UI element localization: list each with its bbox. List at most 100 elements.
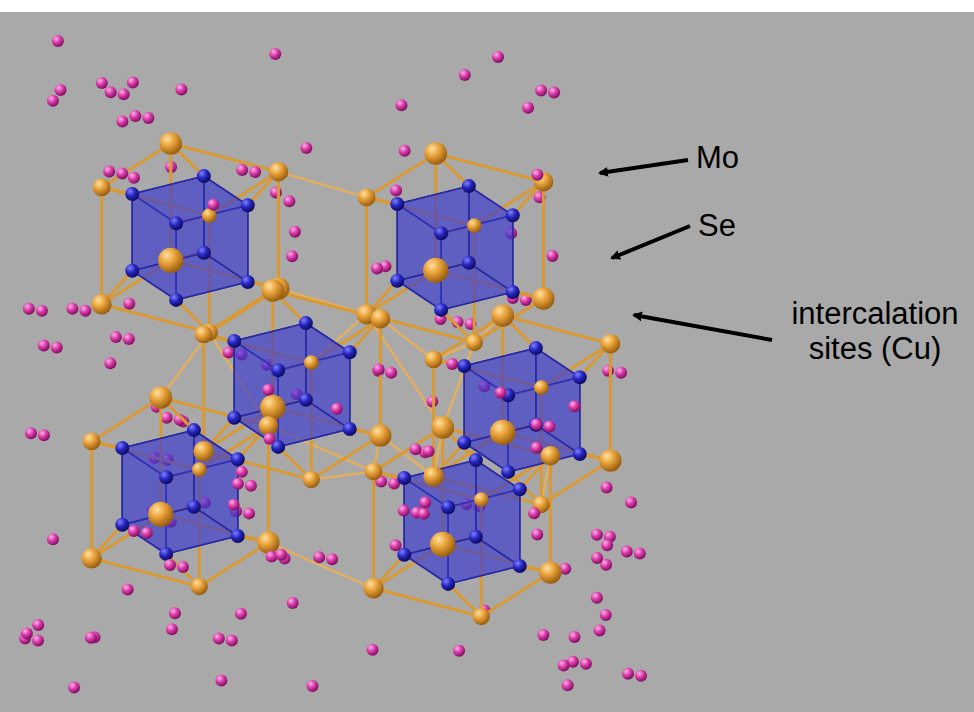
cu-site bbox=[55, 84, 67, 96]
se-atom bbox=[431, 416, 454, 439]
cu-site bbox=[289, 226, 301, 238]
cu-site bbox=[236, 164, 248, 176]
se-atom bbox=[474, 492, 489, 507]
mo-atom bbox=[390, 197, 404, 211]
mo-atom bbox=[115, 518, 129, 532]
cu-site bbox=[262, 384, 274, 396]
mo-atom bbox=[513, 559, 527, 573]
cu-site bbox=[373, 363, 385, 375]
cu-site bbox=[36, 305, 48, 317]
se-bond bbox=[609, 344, 612, 461]
se-bond bbox=[92, 558, 200, 586]
cu-site bbox=[116, 167, 128, 179]
cu-site bbox=[602, 365, 614, 377]
cu-site bbox=[263, 433, 275, 445]
cu-site bbox=[249, 166, 261, 178]
se-atom bbox=[149, 386, 172, 409]
cu-site bbox=[47, 533, 59, 545]
mo-atom bbox=[231, 452, 245, 466]
cu-site bbox=[313, 551, 325, 563]
se-atom bbox=[260, 395, 285, 420]
cu-site bbox=[235, 608, 247, 620]
cu-site bbox=[591, 552, 603, 564]
cu-site bbox=[390, 184, 402, 196]
cu-site bbox=[104, 357, 116, 369]
atom-group bbox=[81, 132, 621, 625]
se-atom bbox=[490, 420, 515, 445]
mo-cluster-face bbox=[306, 323, 350, 429]
se-bond bbox=[90, 441, 93, 558]
se-atom bbox=[81, 548, 101, 568]
mo-atom bbox=[441, 577, 455, 591]
mo-atom bbox=[573, 447, 587, 461]
cu-site bbox=[47, 95, 59, 107]
cu-site bbox=[116, 115, 128, 127]
mo-atom bbox=[169, 293, 183, 307]
se-atom bbox=[303, 471, 320, 488]
mo-atom bbox=[457, 359, 471, 373]
se-atom bbox=[473, 608, 490, 625]
se-atom bbox=[491, 304, 514, 327]
cu-site bbox=[232, 478, 244, 490]
se-atom bbox=[532, 287, 554, 309]
cu-site bbox=[52, 35, 64, 47]
se-bond bbox=[92, 398, 161, 442]
cu-site bbox=[419, 496, 431, 508]
se-atom bbox=[371, 309, 391, 329]
mo-atom bbox=[457, 436, 471, 450]
se-bond bbox=[432, 359, 435, 476]
se-bond bbox=[102, 144, 171, 188]
cu-site bbox=[228, 499, 240, 511]
mo-cluster-face bbox=[476, 460, 520, 566]
mo-atom bbox=[513, 482, 527, 496]
cu-site bbox=[169, 607, 181, 619]
cu-site bbox=[270, 187, 282, 199]
cu-site bbox=[122, 583, 134, 595]
mo-atom bbox=[390, 274, 404, 288]
cu-site bbox=[85, 632, 97, 644]
leader-arrow bbox=[600, 160, 688, 173]
cu-site bbox=[399, 145, 411, 157]
cu-site bbox=[418, 508, 430, 520]
cu-site bbox=[38, 429, 50, 441]
mo-atom bbox=[241, 275, 255, 289]
cu-site bbox=[398, 505, 410, 517]
se-bond bbox=[434, 316, 503, 360]
cu-site bbox=[390, 539, 402, 551]
cu-site bbox=[123, 298, 135, 310]
cu-site bbox=[128, 525, 140, 537]
se-bond bbox=[372, 471, 375, 588]
mo-atom bbox=[343, 345, 357, 359]
se-bond bbox=[481, 573, 550, 617]
cu-site bbox=[537, 629, 549, 641]
atom-label: Se bbox=[698, 208, 736, 243]
mo-atom bbox=[187, 423, 201, 437]
se-bond bbox=[277, 172, 280, 289]
se-atom bbox=[191, 578, 208, 595]
se-bond bbox=[202, 334, 205, 451]
cu-site bbox=[531, 528, 543, 540]
cu-site bbox=[492, 51, 504, 63]
cu-site bbox=[223, 347, 235, 359]
se-atom bbox=[601, 334, 621, 354]
mo-atom bbox=[159, 470, 173, 484]
mo-atom bbox=[573, 370, 587, 384]
se-bond bbox=[365, 197, 368, 314]
se-atom bbox=[423, 466, 443, 486]
cu-site bbox=[530, 442, 542, 454]
se-atom bbox=[269, 162, 289, 182]
cu-site bbox=[307, 680, 319, 692]
cu-site bbox=[622, 668, 634, 680]
mo-cluster-face bbox=[204, 176, 248, 282]
cu-site bbox=[522, 102, 534, 114]
cu-site bbox=[175, 83, 187, 95]
se-atom bbox=[158, 248, 183, 273]
cu-site bbox=[103, 165, 115, 177]
se-atom bbox=[430, 532, 455, 557]
cu-site bbox=[287, 597, 299, 609]
cu-site bbox=[128, 172, 140, 184]
cu-site bbox=[528, 507, 540, 519]
se-atom bbox=[423, 258, 448, 283]
cu-site bbox=[591, 592, 603, 604]
cu-site bbox=[459, 69, 471, 81]
